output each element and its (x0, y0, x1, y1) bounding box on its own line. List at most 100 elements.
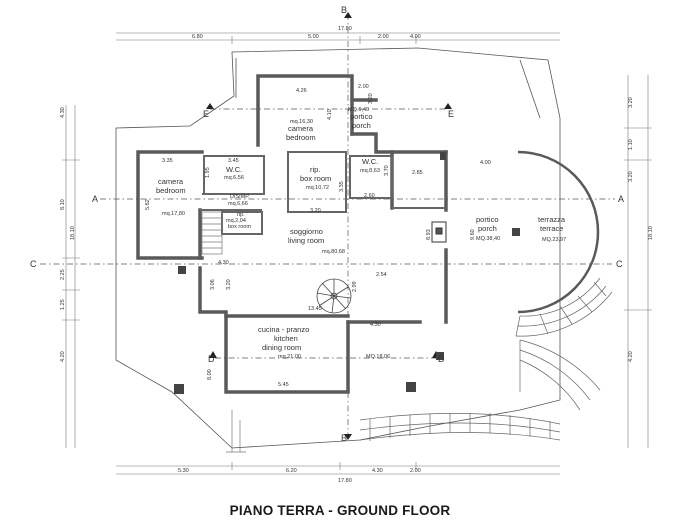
dim-370: 3.70 (384, 165, 390, 176)
dim-left-d: 1.25 (60, 299, 66, 310)
label-camera-top-2: bedroom (286, 133, 316, 142)
terrace-steps-right (519, 339, 601, 411)
room-camera-top: mq.16,30 camera bedroom (286, 119, 316, 142)
dim-right-total: 18.10 (648, 226, 654, 240)
fireplace (431, 221, 447, 243)
terrace-curve (517, 150, 600, 314)
dim-430b: 4.30 (370, 322, 381, 328)
dim-960: 9.60 (470, 229, 476, 240)
dim-430: 4.30 (218, 260, 229, 266)
area-box: mq.10,72 (306, 185, 329, 191)
label-disimp: DISIMP. (230, 194, 250, 200)
dim-800: 8.00 (207, 369, 213, 380)
area-portico-top: MQ.6,40 (348, 107, 369, 113)
area-camera-left: mq.17,80 (162, 211, 185, 217)
area-camera-top: mq.16,30 (290, 119, 313, 125)
area-wc-right: mq.8,63 (360, 168, 380, 174)
dim-left-total: 18.10 (70, 226, 76, 240)
label-soggiorno-2: living room (288, 236, 324, 245)
label-terrazza-2: terrace (540, 224, 563, 233)
dims-right: 3.20 1.10 3.20 4.20 18.10 (628, 97, 654, 362)
label-cucina-2: kitchen (274, 334, 298, 343)
dim-320: 3.20 (310, 208, 321, 214)
dim-200: 2.00 (358, 84, 369, 90)
section-a-left: A (92, 194, 98, 204)
dim-285: 2.85 (412, 170, 423, 176)
dimension-lines (62, 32, 652, 475)
dim-400: 4.00 (480, 160, 491, 166)
room-soggiorno: soggiorno living room mq.80,68 (288, 227, 345, 255)
label-camera-left-2: bedroom (156, 186, 186, 195)
section-c-left: C (30, 259, 37, 269)
label-portico-top-2: porch (352, 121, 371, 130)
dim-top-d: 4.00 (410, 34, 421, 40)
dim-bottom-b: 6.20 (286, 468, 297, 474)
label-portico-right-1: portico (476, 215, 499, 224)
dim-left-e: 4.20 (60, 351, 66, 362)
label-box-1: rip. (310, 165, 320, 174)
dim-bottom-d: 2.00 (410, 468, 421, 474)
label-wc-right: W.C. (362, 157, 378, 166)
area-disimp: mq.6,66 (228, 201, 248, 207)
room-disimp: DISIMP. mq.6,66 (228, 194, 250, 207)
label-camera-left-1: camera (158, 177, 184, 186)
dim-right-c: 3.20 (628, 171, 634, 182)
area-wc-left: mq.6,56 (224, 175, 244, 181)
room-portico-top: MQ.6,40 portico porch (348, 107, 373, 130)
dim-345: 3.45 (228, 158, 239, 164)
dim-410: 4.10 (327, 109, 333, 120)
room-wc-left: W.C. mq.6,56 (224, 165, 244, 181)
area-portico-right: MQ.38,40 (476, 236, 500, 242)
area-porch-bottom: MQ.18,06 (366, 354, 390, 360)
dim-top-c: 2.00 (378, 34, 389, 40)
section-b-top: B (341, 5, 347, 15)
dim-right-b: 1.10 (628, 139, 634, 150)
room-small-box: rip. mq.2,04 box room (226, 212, 251, 230)
dim-260: 2.60 (364, 193, 375, 199)
bottom-steps (359, 413, 561, 441)
area-terrazza: MQ.23,97 (542, 237, 566, 243)
spiral-stair (316, 278, 352, 314)
dim-left-b: 8.10 (60, 199, 66, 210)
room-camera-left: camera bedroom mq.17,80 (156, 177, 186, 217)
curved-steps (515, 277, 613, 337)
dim-320c: 3.20 (368, 93, 374, 104)
label-cucina-3: dining room (262, 343, 301, 352)
section-d-right: D (438, 354, 445, 364)
dim-426: 4.26 (296, 88, 307, 94)
dim-top-total: 17.80 (338, 26, 352, 32)
section-e-right: E (448, 109, 454, 119)
label-wc-left: W.C. (226, 165, 242, 174)
section-e-left: E (203, 109, 209, 119)
dim-335b: 3.35 (339, 181, 345, 192)
label-camera-top-1: camera (288, 124, 314, 133)
label-terrazza-1: terrazza (538, 215, 566, 224)
dim-right-a: 3.20 (628, 97, 634, 108)
dim-306: 3.06 (210, 279, 216, 290)
label-box-2: box room (300, 174, 331, 183)
columns (174, 152, 520, 394)
room-box: rip. box room mq.10,72 (300, 165, 331, 191)
area-small-box: mq.2,04 (226, 218, 246, 224)
dim-left-a: 4.30 (60, 107, 66, 118)
left-walkway (226, 410, 246, 453)
stair-left (201, 211, 223, 255)
dim-1345: 13.45 (308, 306, 322, 312)
room-wc-right: W.C. mq.8,63 (360, 157, 380, 174)
dim-top-a: 6.80 (192, 34, 203, 40)
dim-right-d: 4.20 (628, 351, 634, 362)
dims-left: 4.30 8.10 2.25 1.25 4.20 18.10 (60, 107, 76, 362)
dim-195: 1.95 (205, 167, 211, 178)
label-portico-right-2: porch (478, 224, 497, 233)
room-cucina: cucina - pranzo kitchen dining room mq.2… (258, 325, 309, 360)
room-terrazza: terrazza terrace MQ.23,97 (538, 215, 566, 243)
section-a-right: A (618, 194, 624, 204)
label-soggiorno-1: soggiorno (290, 227, 323, 236)
inner-walls (200, 151, 446, 235)
label-cucina-1: cucina - pranzo (258, 325, 309, 334)
floor-plan: A A B B C C D D E E 17.80 6.80 5.00 2.00… (30, 5, 654, 484)
dim-bottom-c: 4.30 (372, 468, 383, 474)
dim-562: 5.62 (145, 199, 151, 210)
area-cucina: mq.21,00 (278, 354, 301, 360)
dim-bottom-a: 5.30 (178, 468, 189, 474)
